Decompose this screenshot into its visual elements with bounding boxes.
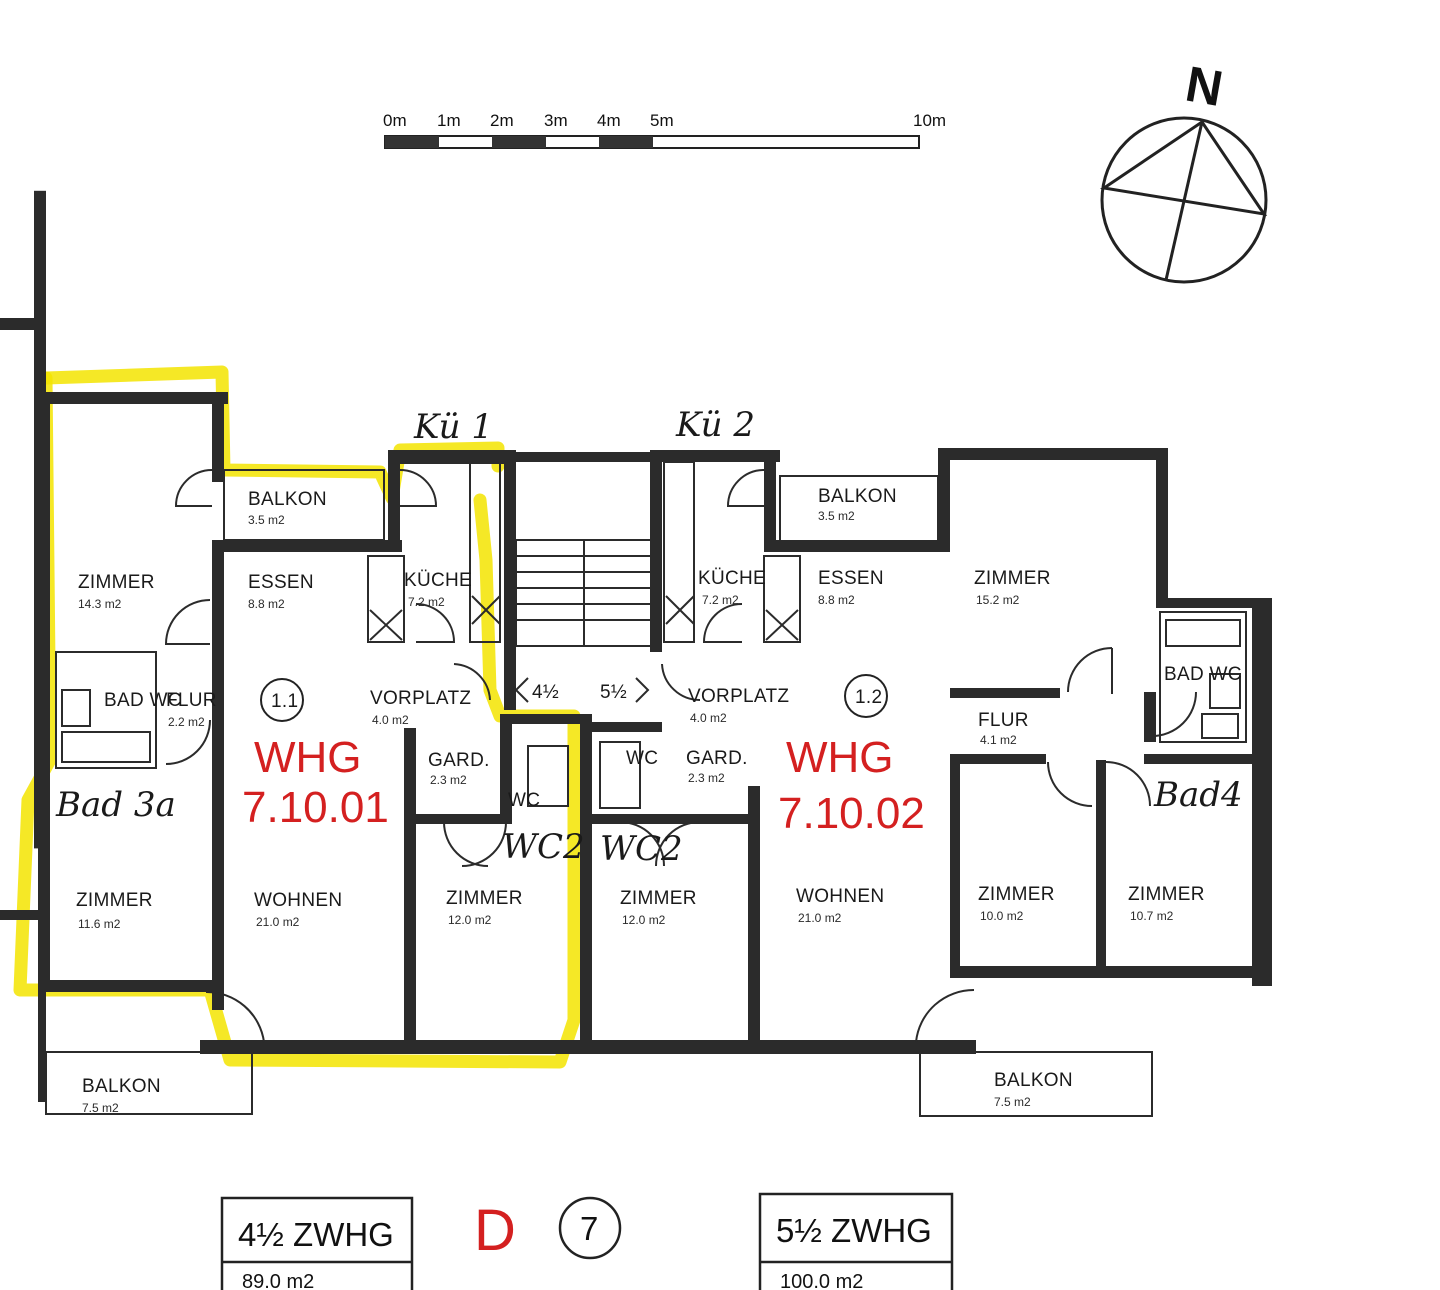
room-name: WC (626, 748, 658, 769)
room-area: 2.3 m2 (688, 771, 725, 785)
handwritten-kitchen-1: Kü 1 (413, 407, 493, 447)
walls (0, 190, 1272, 1102)
room-name: ZIMMER (76, 890, 153, 911)
scale-tick-2: 2m (490, 111, 514, 130)
north-arrow-icon: N (1100, 56, 1268, 284)
room-area: 14.3 m2 (78, 597, 122, 611)
room-name: FLUR (166, 690, 217, 711)
fixtures (45, 461, 1247, 1117)
room-name: VORPLATZ (370, 688, 471, 709)
unit-tag-left-line1: WHG (254, 733, 362, 782)
unit-number-right: 1.2 (844, 674, 888, 718)
stair-mark-right: 5½ (600, 682, 627, 703)
room-area: 3.5 m2 (818, 509, 855, 523)
handwritten-wc2-left: WC2 (502, 827, 585, 867)
room-area: 10.0 m2 (980, 909, 1024, 923)
room-name: ESSEN (818, 568, 884, 589)
unit-number-left: 1.1 (260, 678, 304, 722)
room-name: ESSEN (248, 572, 314, 593)
unit-tag-left-line2: 7.10.01 (242, 783, 389, 832)
handwritten-wc2-right: WC2 (600, 829, 683, 869)
legend-left-box: 4½ ZWHG 89.0 m2 (220, 1196, 414, 1290)
legend-number: 7 (558, 1196, 622, 1260)
room-area: 10.7 m2 (1130, 909, 1174, 923)
north-label: N (1182, 56, 1227, 117)
scale-bar: 0m 1m 2m 3m 4m 5m 10m (383, 111, 946, 149)
room-name: VORPLATZ (688, 686, 789, 707)
room-area: 7.5 m2 (82, 1101, 119, 1115)
handwritten-kitchen-2: Kü 2 (675, 405, 755, 445)
svg-text:7: 7 (580, 1210, 598, 1247)
room-area: 21.0 m2 (798, 911, 842, 925)
room-area: 12.0 m2 (448, 913, 492, 927)
room-name: GARD. (428, 750, 490, 771)
room-area: 15.2 m2 (976, 593, 1020, 607)
legend-right-box: 5½ ZWHG 100.0 m2 (758, 1192, 954, 1290)
scale-tick-4: 4m (597, 111, 621, 130)
room-name: BALKON (994, 1070, 1073, 1091)
room-name: WOHNEN (796, 886, 884, 907)
room-area: 3.5 m2 (248, 513, 285, 527)
room-area: 2.3 m2 (430, 773, 467, 787)
room-area: 4.1 m2 (980, 733, 1017, 747)
room-area: 4.0 m2 (372, 713, 409, 727)
room-name: ZIMMER (78, 572, 155, 593)
legend-letter: D (474, 1198, 516, 1263)
left-unit-labels: BALKON 3.5 m2 ZIMMER 14.3 m2 ESSEN 8.8 m… (76, 489, 540, 1115)
svg-text:1.1: 1.1 (271, 691, 298, 712)
room-name: BALKON (248, 489, 327, 510)
room-area: 11.6 m2 (78, 917, 121, 931)
room-name: KÜCHE (404, 570, 472, 591)
legend-left-title: 4½ ZWHG (238, 1216, 394, 1253)
room-area: 7.5 m2 (994, 1095, 1031, 1109)
room-area: 8.8 m2 (248, 597, 285, 611)
unit-tag-right-line1: WHG (786, 733, 894, 782)
room-name: BAD WC (1164, 664, 1242, 685)
room-name: FLUR (978, 710, 1029, 731)
room-name: KÜCHE (698, 568, 766, 589)
scale-tick-3: 3m (544, 111, 568, 130)
room-area: 4.0 m2 (690, 711, 727, 725)
room-name: GARD. (686, 748, 748, 769)
room-name: WC (508, 790, 540, 811)
unit-highlight (13, 365, 581, 1069)
handwritten-bath-4: Bad4 (1153, 775, 1243, 815)
legend-right-area: 100.0 m2 (780, 1271, 863, 1290)
room-area: 2.2 m2 (168, 715, 205, 729)
scale-tick-10: 10m (913, 111, 946, 130)
room-area: 7.2 m2 (702, 593, 739, 607)
unit-tag-right-line2: 7.10.02 (778, 789, 925, 838)
room-area: 21.0 m2 (256, 915, 300, 929)
room-area: 8.8 m2 (818, 593, 855, 607)
room-name: WOHNEN (254, 890, 342, 911)
room-name: ZIMMER (974, 568, 1051, 589)
legend-right-title: 5½ ZWHG (776, 1212, 932, 1249)
scale-tick-0: 0m (383, 111, 407, 130)
room-name: ZIMMER (1128, 884, 1205, 905)
room-name: ZIMMER (446, 888, 523, 909)
right-unit-labels: BALKON 3.5 m2 KÜCHE 7.2 m2 ESSEN 8.8 m2 … (620, 486, 1242, 1109)
svg-text:1.2: 1.2 (855, 687, 882, 708)
handwritten-bath-3a: Bad 3a (55, 785, 176, 825)
scale-tick-1: 1m (437, 111, 461, 130)
legend-left-area: 89.0 m2 (242, 1271, 314, 1290)
stair-mark-left: 4½ (532, 682, 559, 703)
scale-tick-5: 5m (650, 111, 674, 130)
room-name: BALKON (818, 486, 897, 507)
room-name: ZIMMER (978, 884, 1055, 905)
room-area: 7.2 m2 (408, 595, 445, 609)
room-name: BALKON (82, 1076, 161, 1097)
room-name: ZIMMER (620, 888, 697, 909)
room-name: BAD WC (104, 690, 182, 711)
room-area: 12.0 m2 (622, 913, 666, 927)
